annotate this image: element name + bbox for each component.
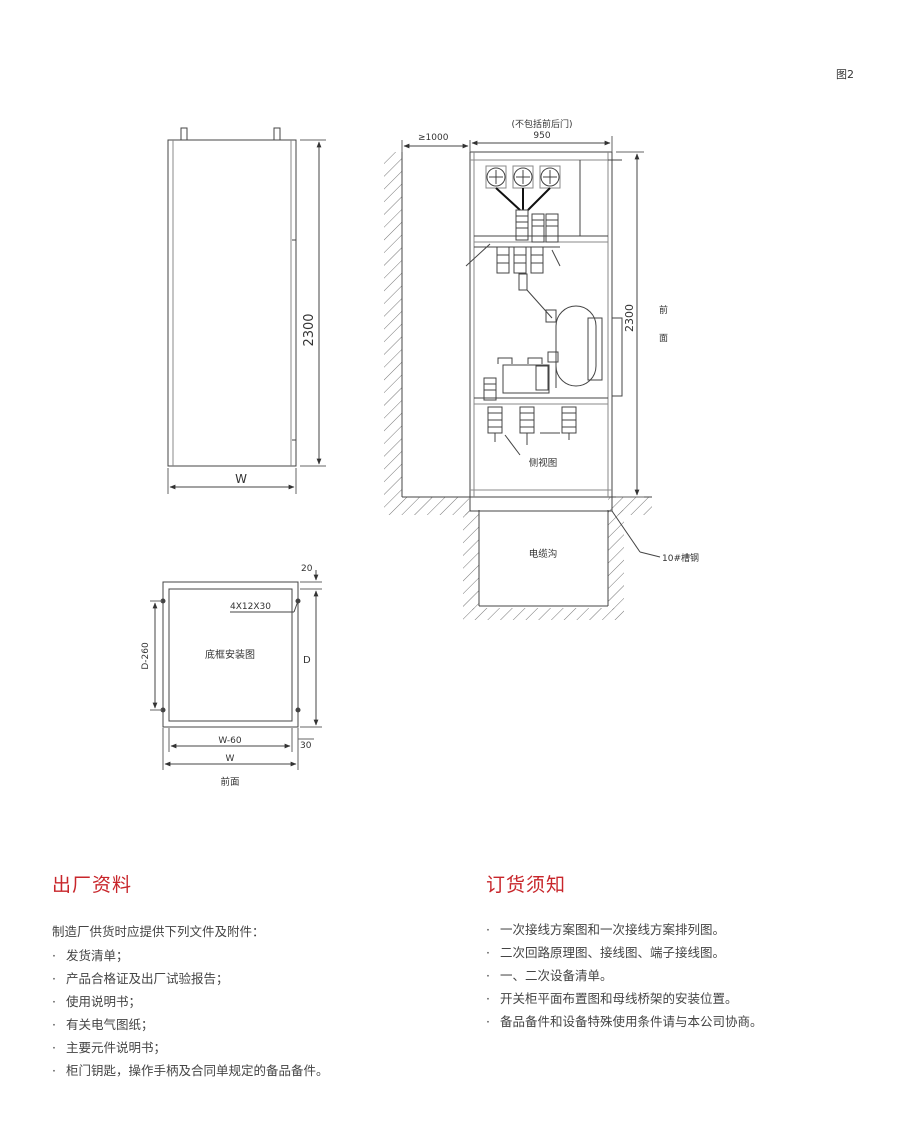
base-outer-width-dim: W (226, 754, 235, 764)
side-depth-dim: 950 (533, 131, 550, 141)
list-item: ·柜门钥匙，操作手柄及合同单规定的备品备件。 (52, 1063, 329, 1078)
base-holes-label: 4X12X30 (230, 602, 271, 612)
base-title: 底框安装图 (205, 648, 255, 661)
list-item: ·备品备件和设备特殊使用条件请与本公司协商。 (486, 1014, 763, 1029)
side-height-dim: 2300 (623, 304, 636, 332)
front-view (167, 127, 326, 494)
technical-drawing: 图2 2300 W (141, 68, 854, 788)
front-height-dim: 2300 (302, 313, 317, 346)
side-front-label-1: 前 (659, 304, 668, 316)
list-item: ·主要元件说明书； (52, 1040, 167, 1055)
channel-steel-label: 10#槽钢 (662, 552, 699, 564)
factory-docs-intro: 制造厂供货时应提供下列文件及附件： (52, 924, 265, 939)
side-view (384, 136, 661, 620)
base-top-dim: 20 (301, 564, 313, 574)
list-item: ·开关柜平面布置图和母线桥架的安装位置。 (486, 991, 738, 1006)
side-front-label-2: 面 (659, 333, 668, 344)
list-item: ·使用说明书； (52, 994, 142, 1009)
ordering-notes-title: 订货须知 (486, 874, 567, 896)
base-inner-width-dim: W-60 (218, 736, 242, 746)
base-right-dim: D (303, 655, 311, 666)
factory-docs-title: 出厂资料 (52, 874, 133, 896)
list-item: ·发货清单； (52, 948, 129, 963)
base-left-dim: D-260 (141, 642, 151, 670)
side-view-label: 侧视图 (529, 457, 558, 469)
base-bottom-offset-dim: 30 (300, 741, 312, 751)
list-item: ·有关电气图纸； (52, 1017, 154, 1032)
list-item: ·产品合格证及出厂试验报告； (52, 971, 229, 986)
list-item: ·一、二次设备清单。 (486, 968, 613, 983)
factory-docs-list: ·发货清单； ·产品合格证及出厂试验报告； ·使用说明书； ·有关电气图纸； ·… (52, 944, 329, 1082)
figure-label: 图2 (836, 68, 854, 81)
front-width-dim: W (235, 472, 247, 486)
side-clearance-dim: ≥1000 (418, 133, 449, 143)
ordering-notes-list: ·一次接线方案图和一次接线方案排列图。 ·二次回路原理图、接线图、端子接线图。 … (486, 918, 763, 1033)
side-depth-note: (不包括前后门) (511, 118, 572, 130)
list-item: ·二次回路原理图、接线图、端子接线图。 (486, 945, 726, 960)
base-frame-view (150, 570, 322, 770)
base-front-label: 前面 (220, 776, 239, 788)
list-item: ·一次接线方案图和一次接线方案排列图。 (486, 922, 726, 937)
cable-trench-label: 电缆沟 (529, 548, 558, 560)
